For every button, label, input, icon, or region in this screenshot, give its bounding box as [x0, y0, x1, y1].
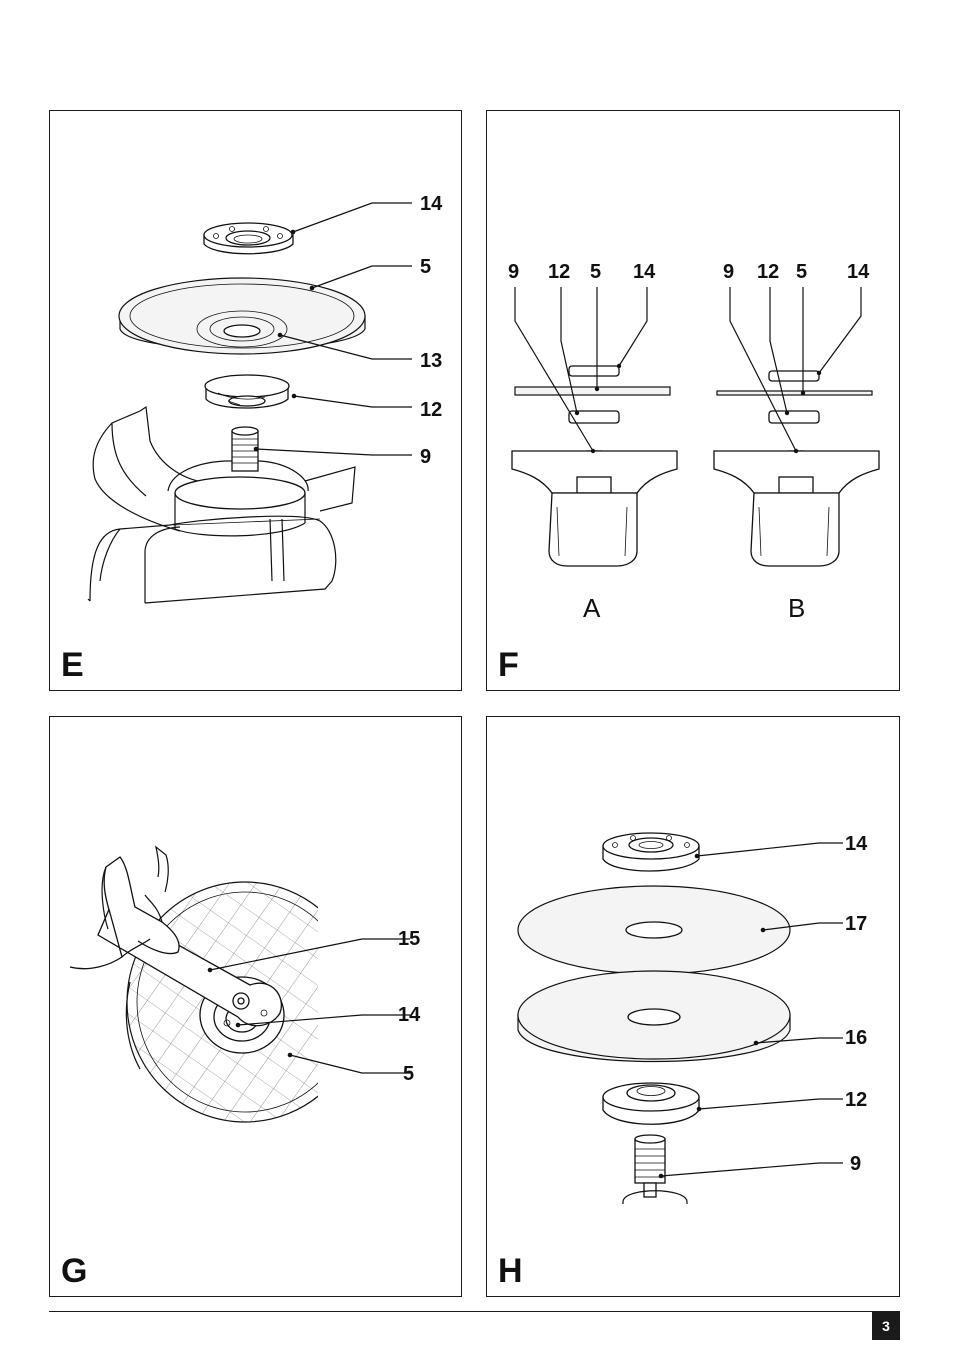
callout-14: 14 [420, 193, 443, 215]
callout-15: 15 [398, 928, 420, 950]
callout-9: 9 [420, 446, 431, 468]
callout-a-9: 9 [508, 261, 519, 283]
figure-h-letter: H [498, 1252, 523, 1290]
callout-9: 9 [850, 1153, 861, 1175]
figure-e-illustration: 14 5 13 12 9 [87, 193, 443, 604]
figure-f-panel: 9 12 5 14 9 12 5 14 A B F [486, 110, 900, 691]
page-number: 3 [872, 1312, 900, 1340]
callout-5: 5 [403, 1063, 414, 1085]
callout-a-5: 5 [590, 261, 601, 283]
variant-b-label: B [788, 593, 805, 623]
figure-e-letter: E [61, 646, 84, 684]
callout-b-12: 12 [757, 261, 779, 283]
callout-13: 13 [420, 350, 442, 372]
callout-16: 16 [845, 1027, 867, 1049]
figure-f-illustration: 9 12 5 14 9 12 5 14 A B [508, 261, 880, 623]
figure-h-panel: 14 17 16 12 9 H [486, 716, 900, 1297]
figure-h-illustration: 14 17 16 12 9 [517, 832, 868, 1204]
callout-b-14: 14 [847, 261, 870, 283]
callout-b-5: 5 [796, 261, 807, 283]
figure-f-variant-a [511, 365, 678, 567]
callout-a-14: 14 [633, 261, 656, 283]
callout-12: 12 [845, 1089, 867, 1111]
footer-rule [49, 1311, 900, 1312]
figure-e-panel: 14 5 13 12 9 E [49, 110, 462, 691]
figure-f-variant-b [713, 370, 880, 567]
callout-a-12: 12 [548, 261, 570, 283]
callout-12: 12 [420, 399, 442, 421]
callout-14: 14 [845, 833, 868, 855]
figure-g-illustration: 15 14 5 [69, 845, 421, 1123]
figure-g-letter: G [61, 1252, 87, 1290]
callout-17: 17 [845, 913, 867, 935]
callout-b-9: 9 [723, 261, 734, 283]
callout-14: 14 [398, 1004, 421, 1026]
figure-g-panel: 15 14 5 G [49, 716, 462, 1297]
callout-5: 5 [420, 256, 431, 278]
figure-f-letter: F [498, 646, 519, 684]
variant-a-label: A [583, 593, 601, 623]
